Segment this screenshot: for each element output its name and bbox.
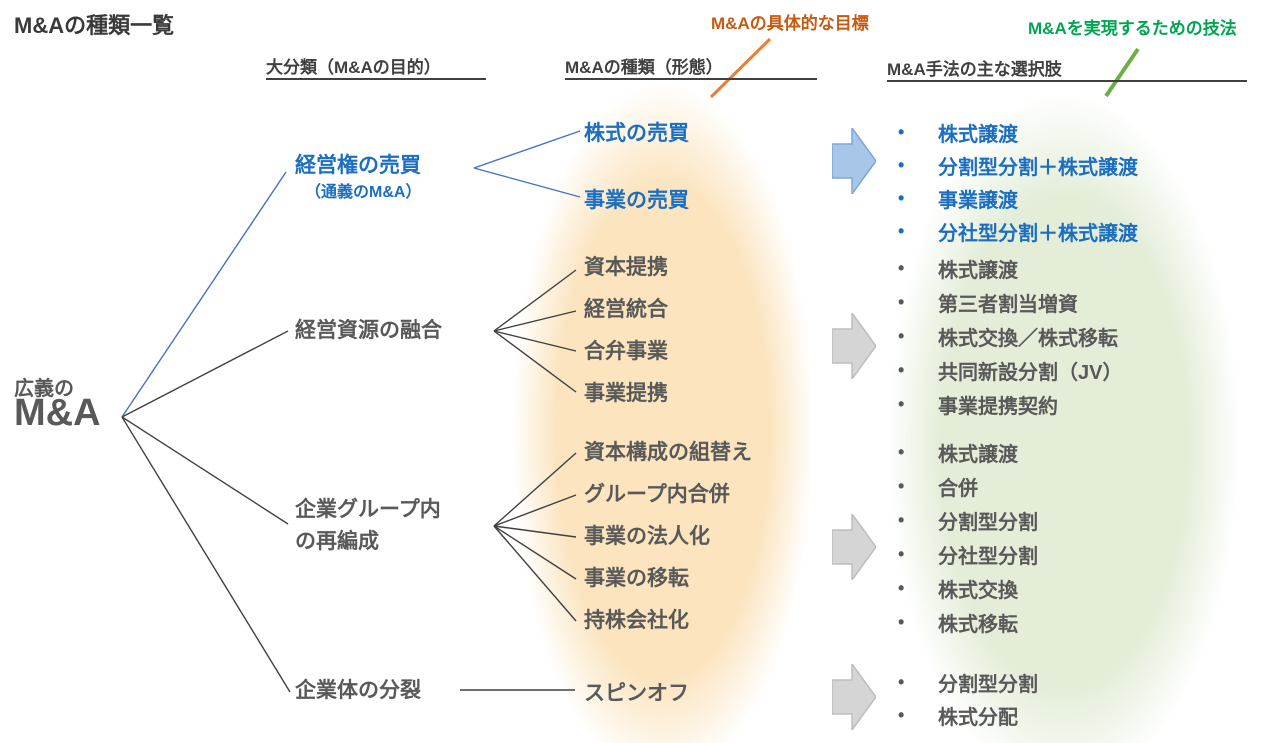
type-item: 経営統合	[584, 298, 668, 321]
method-item: •株式譲渡	[898, 441, 1018, 466]
root-prefix: 広義の	[14, 378, 74, 400]
method-item: •株式譲渡	[898, 257, 1018, 282]
bullet-icon: •	[898, 359, 905, 380]
bullet-icon: •	[898, 257, 905, 278]
type-item: 事業の移転	[584, 567, 689, 590]
bullet-icon: •	[898, 475, 905, 496]
category-group4: 企業体の分裂	[295, 679, 421, 702]
column-header-type: M&Aの種類（形態）	[565, 58, 723, 77]
type-item: グループ内合併	[584, 483, 730, 506]
type-item: 事業の売買	[584, 189, 689, 212]
category-group1-note: （通義のM&A）	[305, 184, 422, 201]
type-item: 事業提携	[584, 382, 668, 405]
bullet-icon: •	[898, 393, 905, 414]
method-item: •共同新設分割（JV）	[898, 359, 1123, 384]
method-item: •分割型分割	[898, 509, 1038, 534]
type-item: スピンオフ	[584, 682, 689, 705]
method-item: •株式交換	[898, 577, 1018, 602]
method-list-group2: •株式譲渡 •第三者割当増資 •株式交換／株式移転 •共同新設分割（JV） •事…	[898, 251, 1122, 421]
category-group1-label: 経営権の売買	[295, 154, 421, 177]
method-item: •事業提携契約	[898, 393, 1058, 418]
method-list-group4: •分割型分割 •株式分配	[898, 666, 1038, 732]
bullet-icon: •	[898, 188, 905, 208]
bullet-icon: •	[898, 705, 905, 725]
page-title: M&Aの種類一覧	[14, 13, 175, 38]
method-item: •分社型分割	[898, 543, 1038, 568]
bullet-icon: •	[898, 577, 905, 598]
bullet-icon: •	[898, 543, 905, 564]
method-item: •分割型分割	[898, 672, 1038, 696]
column-header-method: M&A手法の主な選択肢	[887, 60, 1062, 79]
column-underline-type	[565, 78, 817, 80]
method-item: •株式交換／株式移転	[898, 325, 1118, 350]
type-item: 持株会社化	[584, 609, 689, 632]
type-item: 合弁事業	[584, 340, 668, 363]
type-item: 株式の売買	[584, 122, 689, 145]
bullet-icon: •	[898, 122, 905, 142]
bullet-icon: •	[898, 291, 905, 312]
type-item: 資本提携	[584, 256, 668, 279]
arrow-group2-icon	[832, 313, 876, 379]
method-item: •分社型分割＋株式譲渡	[898, 221, 1138, 245]
method-item: •事業譲渡	[898, 188, 1018, 212]
method-item: •株式譲渡	[898, 122, 1018, 146]
column-header-purpose: 大分類（M&Aの目的）	[266, 58, 441, 77]
type-list-group2: 資本提携 経営統合 合弁事業 事業提携	[584, 247, 668, 415]
type-item: 事業の法人化	[584, 525, 710, 548]
category-group2: 経営資源の融合	[295, 319, 442, 342]
type-list-group3: 資本構成の組替え グループ内合併 事業の法人化 事業の移転 持株会社化	[584, 432, 752, 642]
bullet-icon: •	[898, 672, 905, 692]
bullet-icon: •	[898, 325, 905, 346]
arrow-group1-icon	[832, 128, 876, 194]
annotation-goal: M&Aの具体的な目標	[711, 14, 869, 33]
bullet-icon: •	[898, 221, 905, 241]
bullet-icon: •	[898, 611, 905, 632]
type-item: 資本構成の組替え	[584, 441, 752, 464]
column-underline-purpose	[266, 78, 486, 80]
method-item: •合併	[898, 475, 978, 500]
arrow-group3-icon	[832, 514, 876, 580]
arrow-group4-icon	[832, 664, 876, 730]
bullet-icon: •	[898, 441, 905, 462]
category-group3-line1: 企業グループ内	[295, 498, 441, 521]
method-item: •分割型分割＋株式譲渡	[898, 155, 1138, 179]
bullet-icon: •	[898, 509, 905, 530]
category-group3: 企業グループ内 の再編成	[295, 494, 441, 558]
method-list-group1: •株式譲渡 •分割型分割＋株式譲渡 •事業譲渡 •分社型分割＋株式譲渡	[898, 116, 1138, 248]
root-label: M&A	[14, 392, 101, 434]
bullet-icon: •	[898, 155, 905, 175]
annotation-technique: M&Aを実現するための技法	[1028, 19, 1237, 38]
category-group3-line2: の再編成	[295, 530, 379, 553]
method-item: •株式移転	[898, 611, 1018, 636]
method-list-group3: •株式譲渡 •合併 •分割型分割 •分社型分割 •株式交換 •株式移転	[898, 435, 1038, 639]
method-item: •第三者割当増資	[898, 291, 1078, 316]
method-item: •株式分配	[898, 705, 1018, 729]
category-group1: 経営権の売買 （通義のM&A）	[295, 150, 421, 204]
column-underline-method	[887, 80, 1247, 82]
